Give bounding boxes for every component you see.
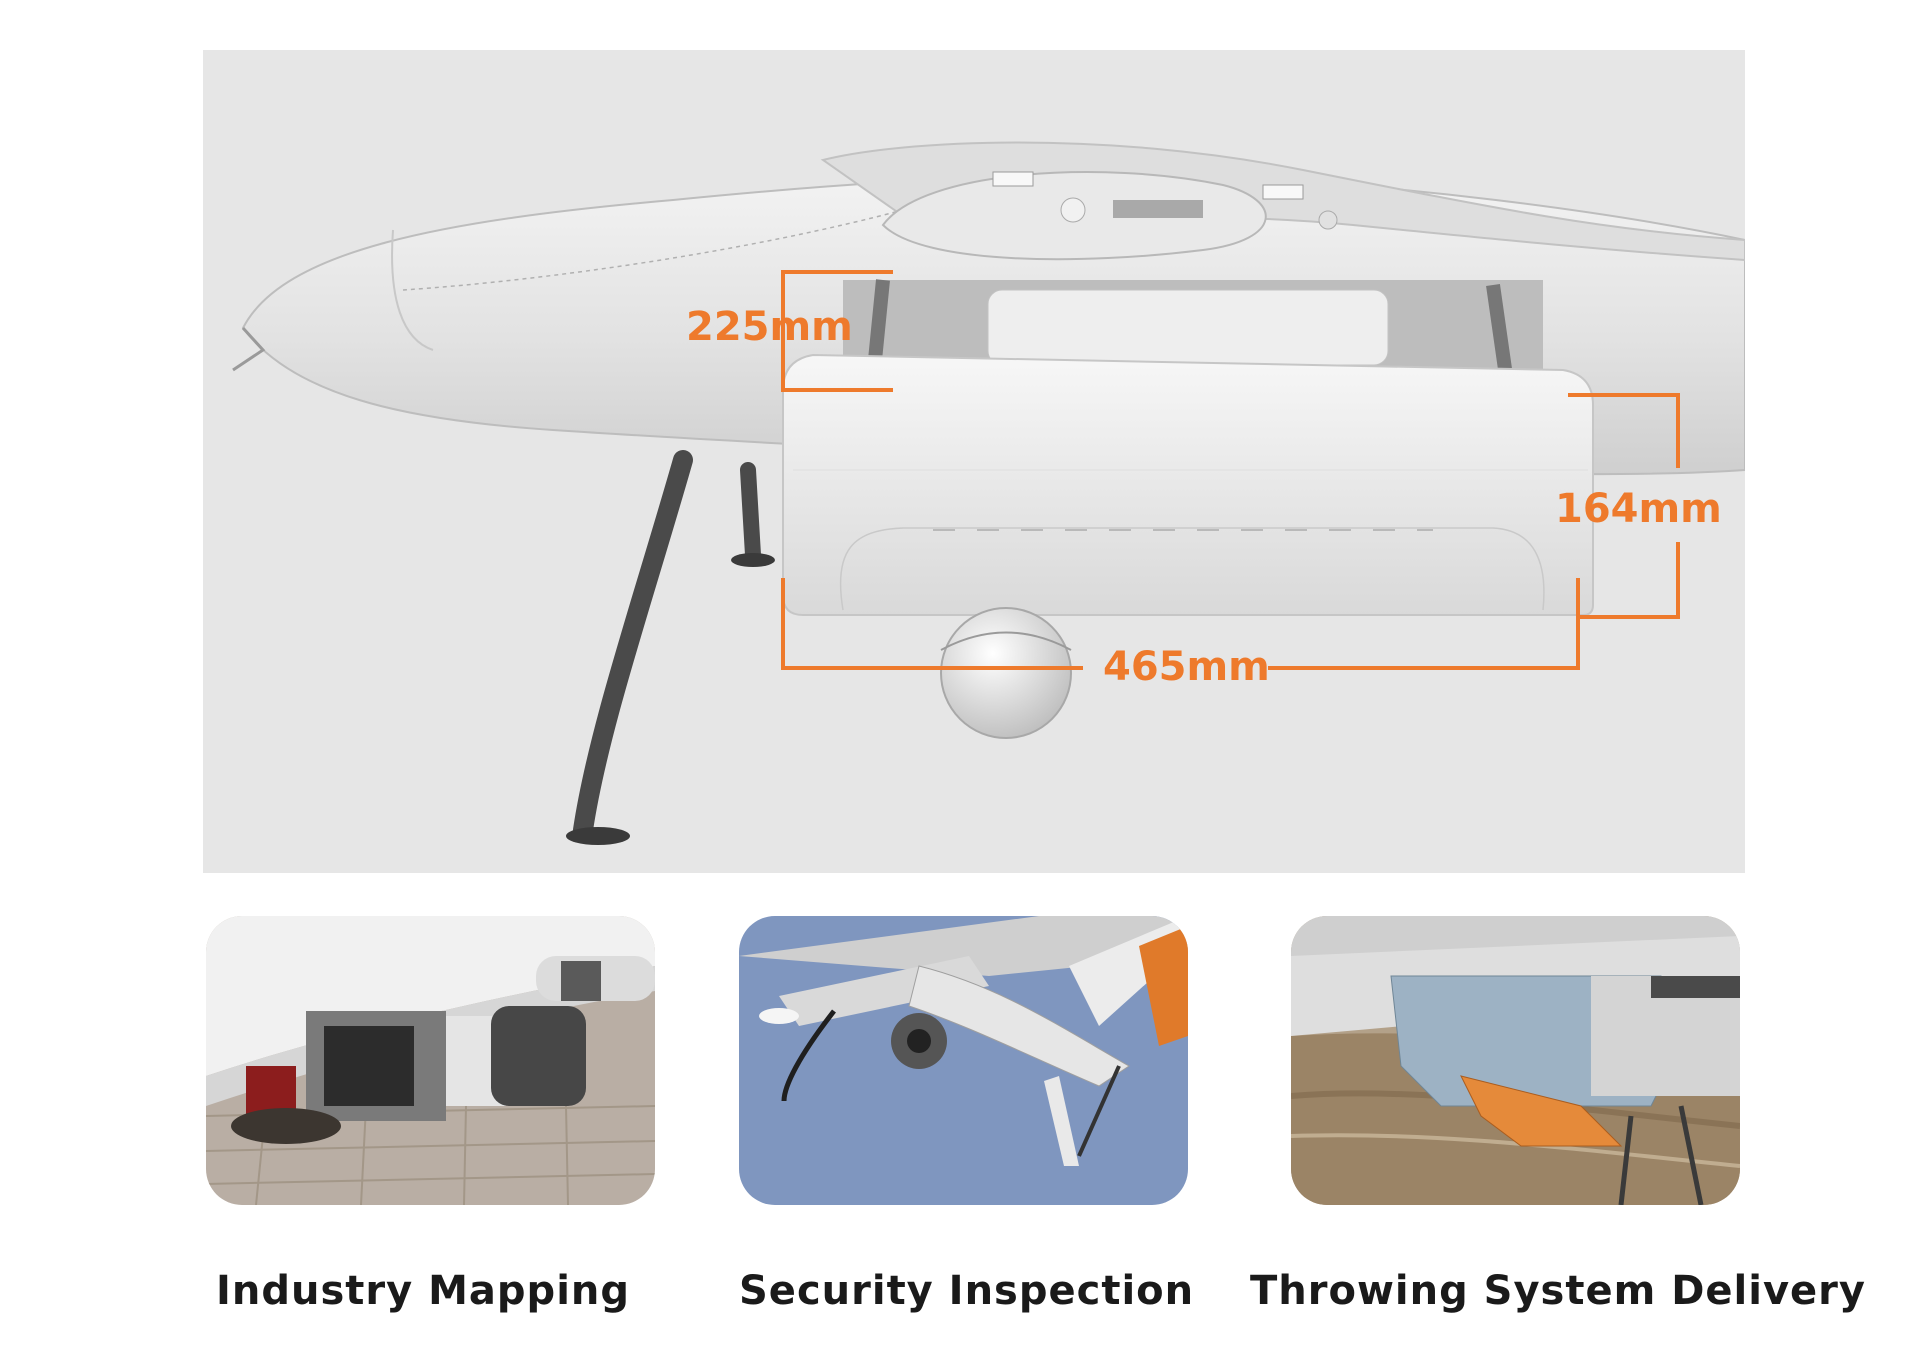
- depth-dimension-label: 164mm: [1555, 486, 1722, 532]
- height-dimension-label: 225mm: [686, 304, 853, 350]
- length-dim-line: [781, 578, 1083, 670]
- throwing-system-delivery-image: [1291, 916, 1740, 1205]
- landing-gear: [573, 450, 693, 840]
- industry-mapping-caption: Industry Mapping: [216, 1268, 631, 1314]
- depth-dim-line: [1568, 393, 1680, 468]
- drone-illustration: [232, 141, 1745, 845]
- length-dimension-label: 465mm: [1103, 644, 1270, 690]
- security-inspection-caption: Security Inspection: [739, 1268, 1195, 1314]
- payload-pod: [782, 353, 1594, 616]
- industry-mapping-image: [206, 916, 655, 1205]
- payload-diagram: 225mm 164mm 465mm: [203, 50, 1745, 873]
- throwing-system-delivery-caption: Throwing System Delivery: [1250, 1268, 1866, 1314]
- height-dim-line: [781, 270, 893, 392]
- security-inspection-image: [739, 916, 1188, 1205]
- gimbal-camera: [940, 607, 1072, 739]
